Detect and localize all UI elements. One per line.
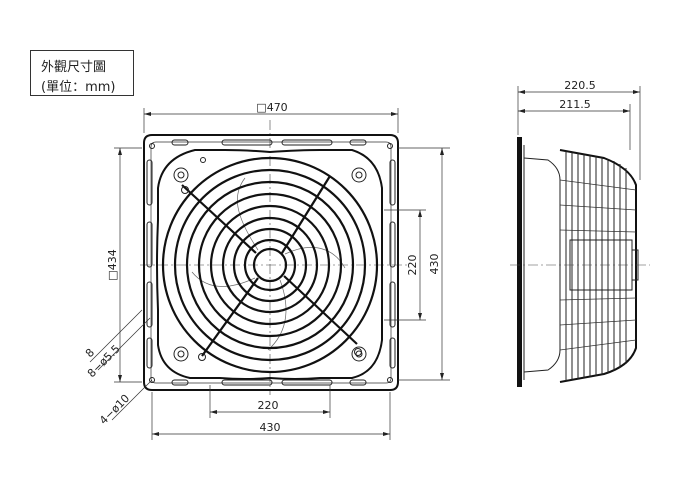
side-view <box>510 137 650 387</box>
boss <box>173 167 189 183</box>
guard-ring <box>197 192 343 338</box>
venturi-panel <box>156 149 384 380</box>
strut-hole <box>200 157 206 163</box>
slot <box>146 337 153 369</box>
guard-ring <box>185 180 355 350</box>
blade <box>191 271 256 287</box>
slot-count-label: 8 <box>83 346 97 360</box>
guard-strut <box>283 275 358 345</box>
strut-hole <box>198 353 206 361</box>
guard-ring <box>173 168 367 362</box>
strut-hole <box>181 186 189 194</box>
frame-plate <box>143 134 399 391</box>
guard-outline <box>559 149 637 383</box>
width-470-label: □470 <box>256 101 287 114</box>
slot <box>221 379 273 386</box>
slot <box>281 139 333 146</box>
guard-strut <box>201 277 259 357</box>
depth-211-5-label: 211.5 <box>559 98 591 111</box>
side-flange <box>517 137 522 387</box>
slot <box>171 379 189 386</box>
slot <box>389 281 396 328</box>
slot <box>349 379 367 386</box>
boss-hole <box>355 350 363 358</box>
slot <box>281 379 333 386</box>
slot <box>171 139 189 146</box>
mount-hole <box>149 143 155 149</box>
corner-hole-label: 4−ø10 <box>97 392 132 427</box>
guard-strut <box>281 175 331 254</box>
slot <box>221 139 273 146</box>
boss-hole <box>355 171 363 179</box>
strut-holes <box>181 157 362 361</box>
guard-ring <box>243 238 297 292</box>
slot <box>389 337 396 369</box>
motor-hub <box>252 247 288 283</box>
left-slots <box>146 159 153 369</box>
slot <box>146 221 153 268</box>
boss <box>351 167 367 183</box>
mount-hole <box>387 143 393 149</box>
boss-hole <box>177 350 185 358</box>
unit-note: (單位：mm) <box>41 80 116 95</box>
blade <box>236 177 259 251</box>
guard-ring <box>209 204 331 326</box>
slot <box>389 221 396 268</box>
top-slots <box>171 139 367 146</box>
depth-220-5-label: 220.5 <box>564 79 596 92</box>
bottom-slots <box>171 379 367 386</box>
boss-hole <box>177 171 185 179</box>
guard-ring <box>161 156 379 374</box>
slot <box>389 159 396 206</box>
pitch-430-h-label: 430 <box>260 421 281 434</box>
leader-line <box>89 309 143 363</box>
strut-hole <box>354 348 362 356</box>
right-slots <box>389 159 396 369</box>
guard-wires <box>559 179 637 351</box>
boss <box>351 346 367 362</box>
guard-ribs <box>565 151 627 381</box>
side-dimensions: 220.5 211.5 <box>517 79 641 180</box>
height-434-label: □434 <box>106 249 119 280</box>
mount-hole <box>149 377 155 383</box>
slot <box>146 159 153 206</box>
mount-hole <box>387 377 393 383</box>
boss <box>173 346 189 362</box>
frame-inner-edge <box>150 141 392 384</box>
wire-guard <box>161 156 379 374</box>
mount-220-h-label: 220 <box>258 399 279 412</box>
leader-line <box>111 379 153 421</box>
guard-ring <box>232 227 308 303</box>
front-view <box>140 120 408 395</box>
pitch-430-v-label: 430 <box>428 254 441 275</box>
slot <box>146 281 153 328</box>
frame-corner-holes <box>149 143 393 383</box>
leader-line <box>97 317 151 371</box>
drawing-title: 外觀尺寸圖 <box>41 60 107 75</box>
title-box: 外觀尺寸圖 (單位：mm) <box>30 50 134 96</box>
corner-bosses <box>173 167 367 362</box>
slot <box>349 139 367 146</box>
mount-220-v-label: 220 <box>406 255 419 276</box>
guard-ring <box>221 216 319 314</box>
guard-strut <box>181 184 257 254</box>
